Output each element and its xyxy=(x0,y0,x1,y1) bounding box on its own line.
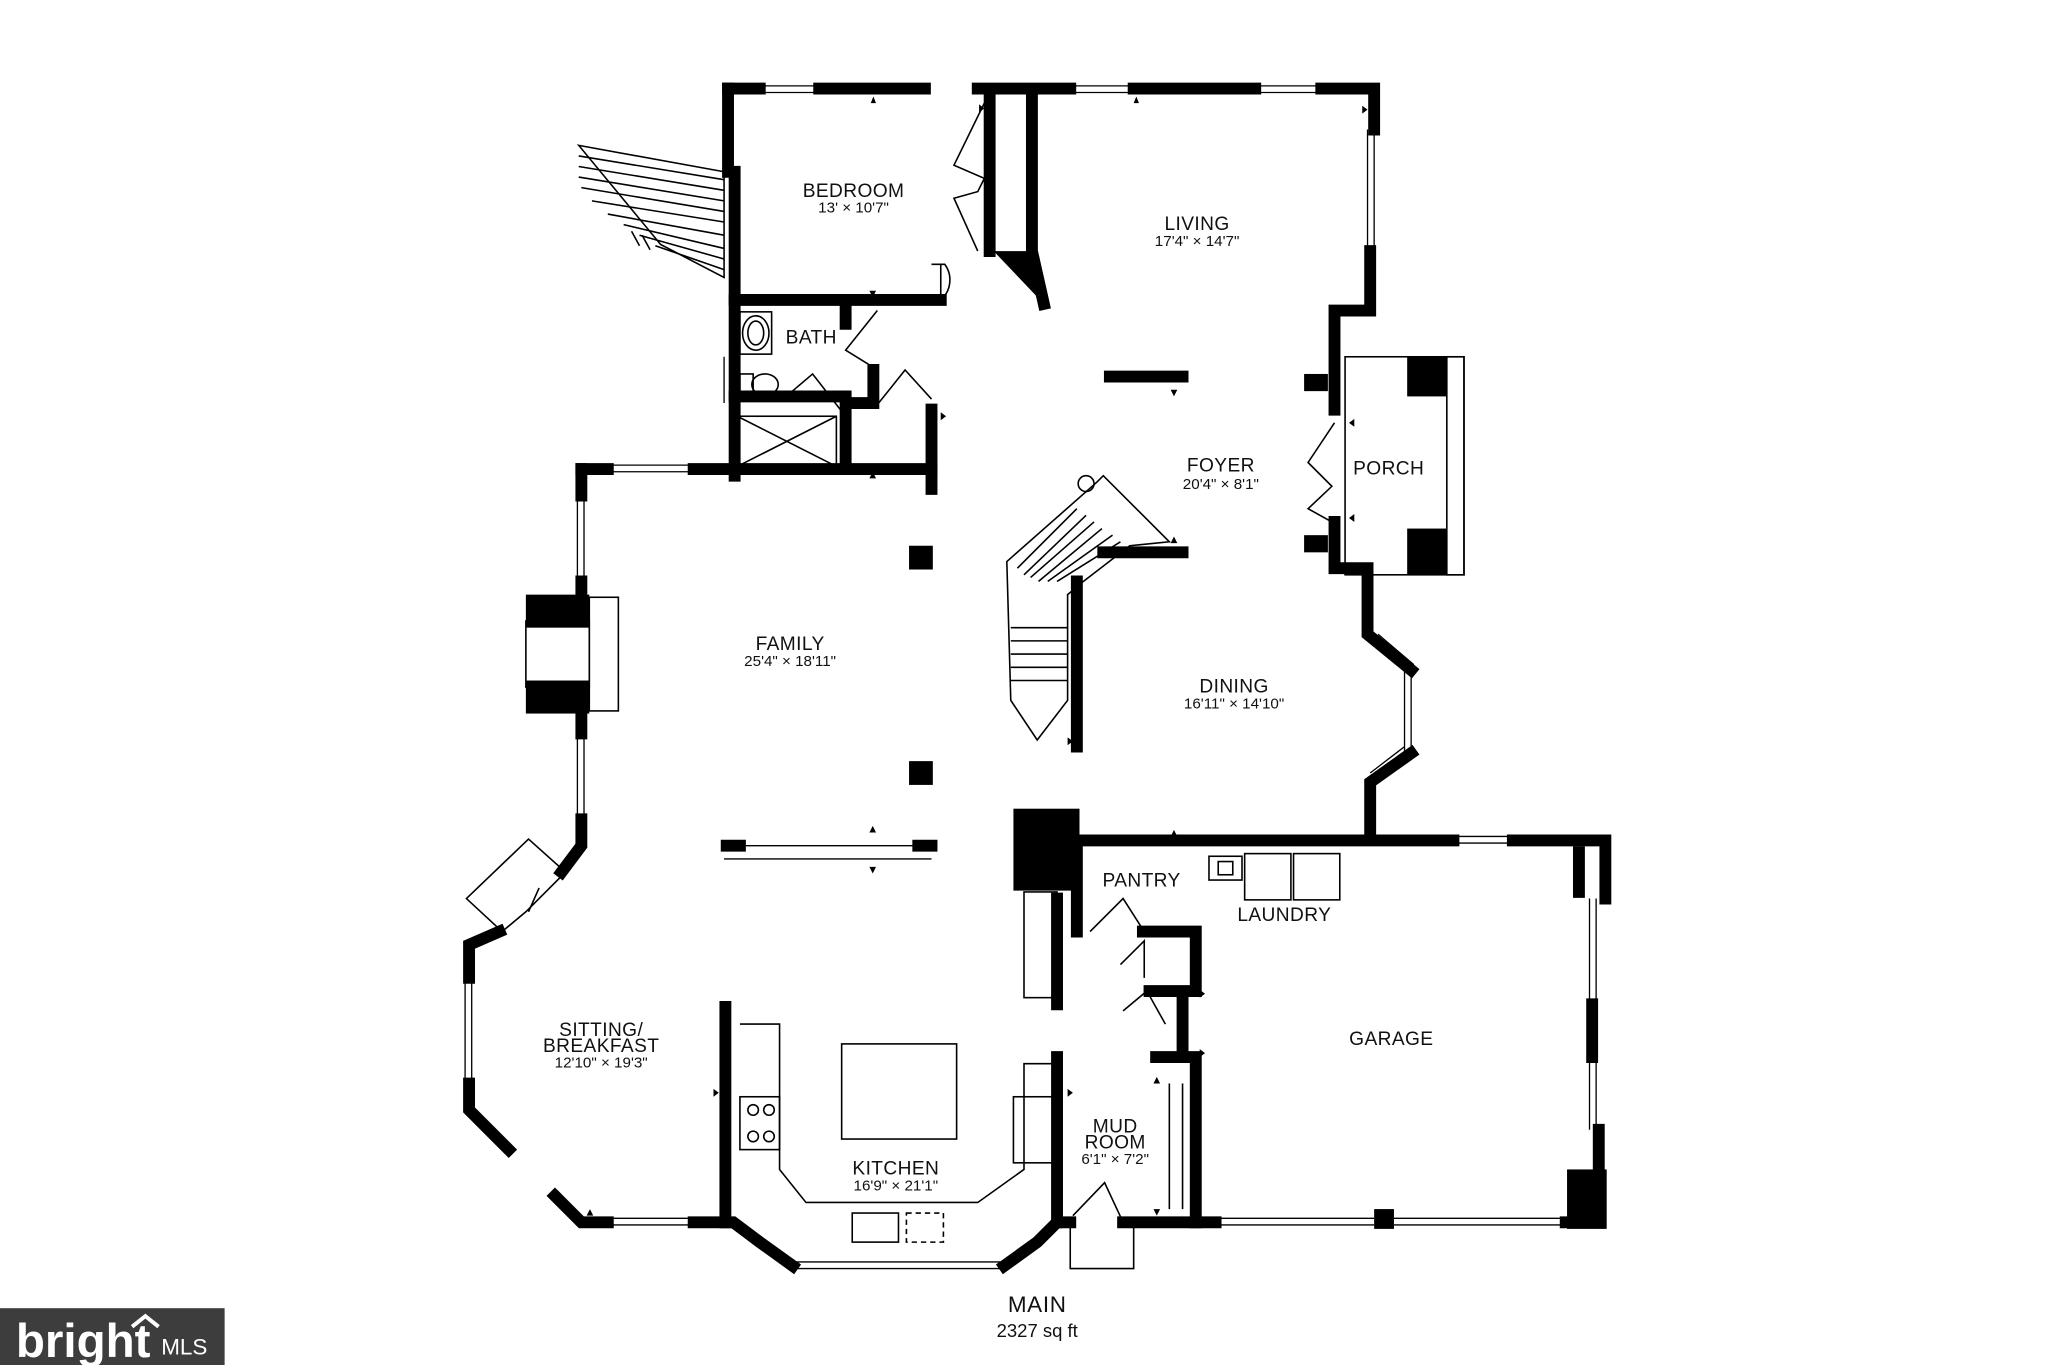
room-name-mudroom-line1: MUD xyxy=(1093,1116,1138,1137)
room-name-kitchen: KITCHEN xyxy=(852,1159,939,1180)
room-name-foyer: FOYER xyxy=(1187,456,1255,477)
room-dims-mudroom: 6'1" × 7'2" xyxy=(1081,1151,1149,1168)
wall-blocks xyxy=(525,251,1607,1229)
door-markers xyxy=(586,96,1368,1216)
room-name-sitting-line2: BREAKFAST xyxy=(543,1036,659,1057)
room-name-porch: PORCH xyxy=(1353,458,1424,479)
room-dims-living: 17'4" × 14'7" xyxy=(1155,233,1240,250)
room-name-family: FAMILY xyxy=(756,634,825,655)
room-dims-dining: 16'11" × 14'10" xyxy=(1184,695,1284,712)
room-dims-bedroom: 13' × 10'7" xyxy=(818,200,889,217)
roof-icon xyxy=(130,1313,160,1329)
room-name-sitting-line1: SITTING/ xyxy=(559,1020,643,1041)
floor-name: MAIN xyxy=(1008,1292,1067,1317)
room-name-bath: BATH xyxy=(786,328,837,349)
room-labels: BEDROOM 13' × 10'7" LIVING 17'4" × 14'7"… xyxy=(543,181,1433,1341)
bright-mls-watermark: bright MLS xyxy=(0,1308,225,1365)
room-dims-sitting: 12'10" × 19'3" xyxy=(555,1055,648,1072)
fixtures xyxy=(465,102,1465,1270)
walls xyxy=(463,82,1612,1275)
room-name-bedroom: BEDROOM xyxy=(803,181,905,202)
room-dims-kitchen: 16'9" × 21'1" xyxy=(854,1178,939,1195)
room-dims-family: 25'4" × 18'11" xyxy=(744,653,836,670)
watermark-brand: bright xyxy=(16,1315,151,1365)
room-name-dining: DINING xyxy=(1199,676,1268,697)
room-dims-foyer: 20'4" × 8'1" xyxy=(1183,476,1259,493)
room-name-garage: GARAGE xyxy=(1349,1029,1433,1050)
floor-area: 2327 sq ft xyxy=(997,1320,1078,1341)
room-name-living: LIVING xyxy=(1165,214,1230,235)
watermark-background xyxy=(0,1308,225,1365)
room-name-pantry: PANTRY xyxy=(1102,871,1180,892)
windows xyxy=(464,85,1597,1270)
room-name-mudroom-line2: ROOM xyxy=(1085,1132,1146,1153)
room-name-laundry: LAUNDRY xyxy=(1237,905,1331,926)
watermark-suffix: MLS xyxy=(161,1334,207,1359)
